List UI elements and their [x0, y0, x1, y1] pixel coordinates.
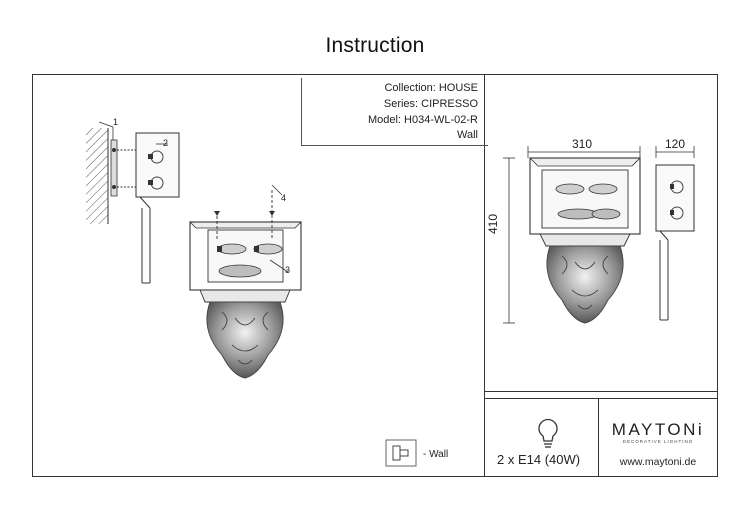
svg-text:4: 4: [281, 193, 286, 203]
drawing-frame: [32, 74, 718, 477]
brand-tagline: DECORATIVE LIGHTING: [622, 439, 694, 444]
series-label: Series: CIPRESSO: [383, 98, 478, 110]
dimension-depth: [655, 146, 695, 158]
callout-1: 1: [98, 117, 118, 140]
frame-divider-vertical: [484, 74, 485, 477]
product-info-box: Collection: HOUSE Series: CIPRESSO Model…: [301, 78, 488, 146]
callout-4: 4: [271, 184, 286, 203]
wall-mount-icon: [385, 439, 417, 467]
light-bulb-icon: [538, 418, 558, 448]
website-link[interactable]: www.maytoni.de: [619, 456, 697, 468]
frame-divider-horizontal-bottom: [484, 398, 718, 399]
brand-logo: MAYTONi: [611, 420, 705, 439]
frame-divider-horizontal-top: [484, 391, 718, 392]
page-title: Instruction: [325, 34, 425, 57]
callout-3: 3: [269, 259, 290, 275]
frame-divider-cell: [598, 398, 599, 477]
type-label: Wall: [457, 129, 478, 141]
dimension-width: [527, 146, 641, 158]
width-label: 310: [572, 137, 593, 151]
depth-label: 120: [665, 137, 686, 151]
mounting-plate: [110, 139, 136, 197]
backplate-side: [135, 132, 180, 284]
svg-text:3: 3: [285, 265, 290, 275]
collection-label: Collection: HOUSE: [384, 82, 478, 94]
fixture-side-view: [655, 164, 695, 321]
wall-section: [86, 128, 109, 224]
dimension-height: [503, 157, 515, 324]
fixture-front-view: [189, 190, 302, 379]
model-label: Model: H034-WL-02-R: [367, 114, 478, 126]
svg-text:2: 2: [163, 138, 168, 148]
height-label: 410: [486, 213, 500, 234]
mounting-type-label: - Wall: [423, 449, 449, 460]
bulb-spec-label: 2 x E14 (40W): [497, 452, 581, 467]
fixture-dimensioned-front: [529, 157, 641, 324]
svg-text:1: 1: [113, 117, 118, 127]
callout-2: 2: [156, 138, 168, 148]
